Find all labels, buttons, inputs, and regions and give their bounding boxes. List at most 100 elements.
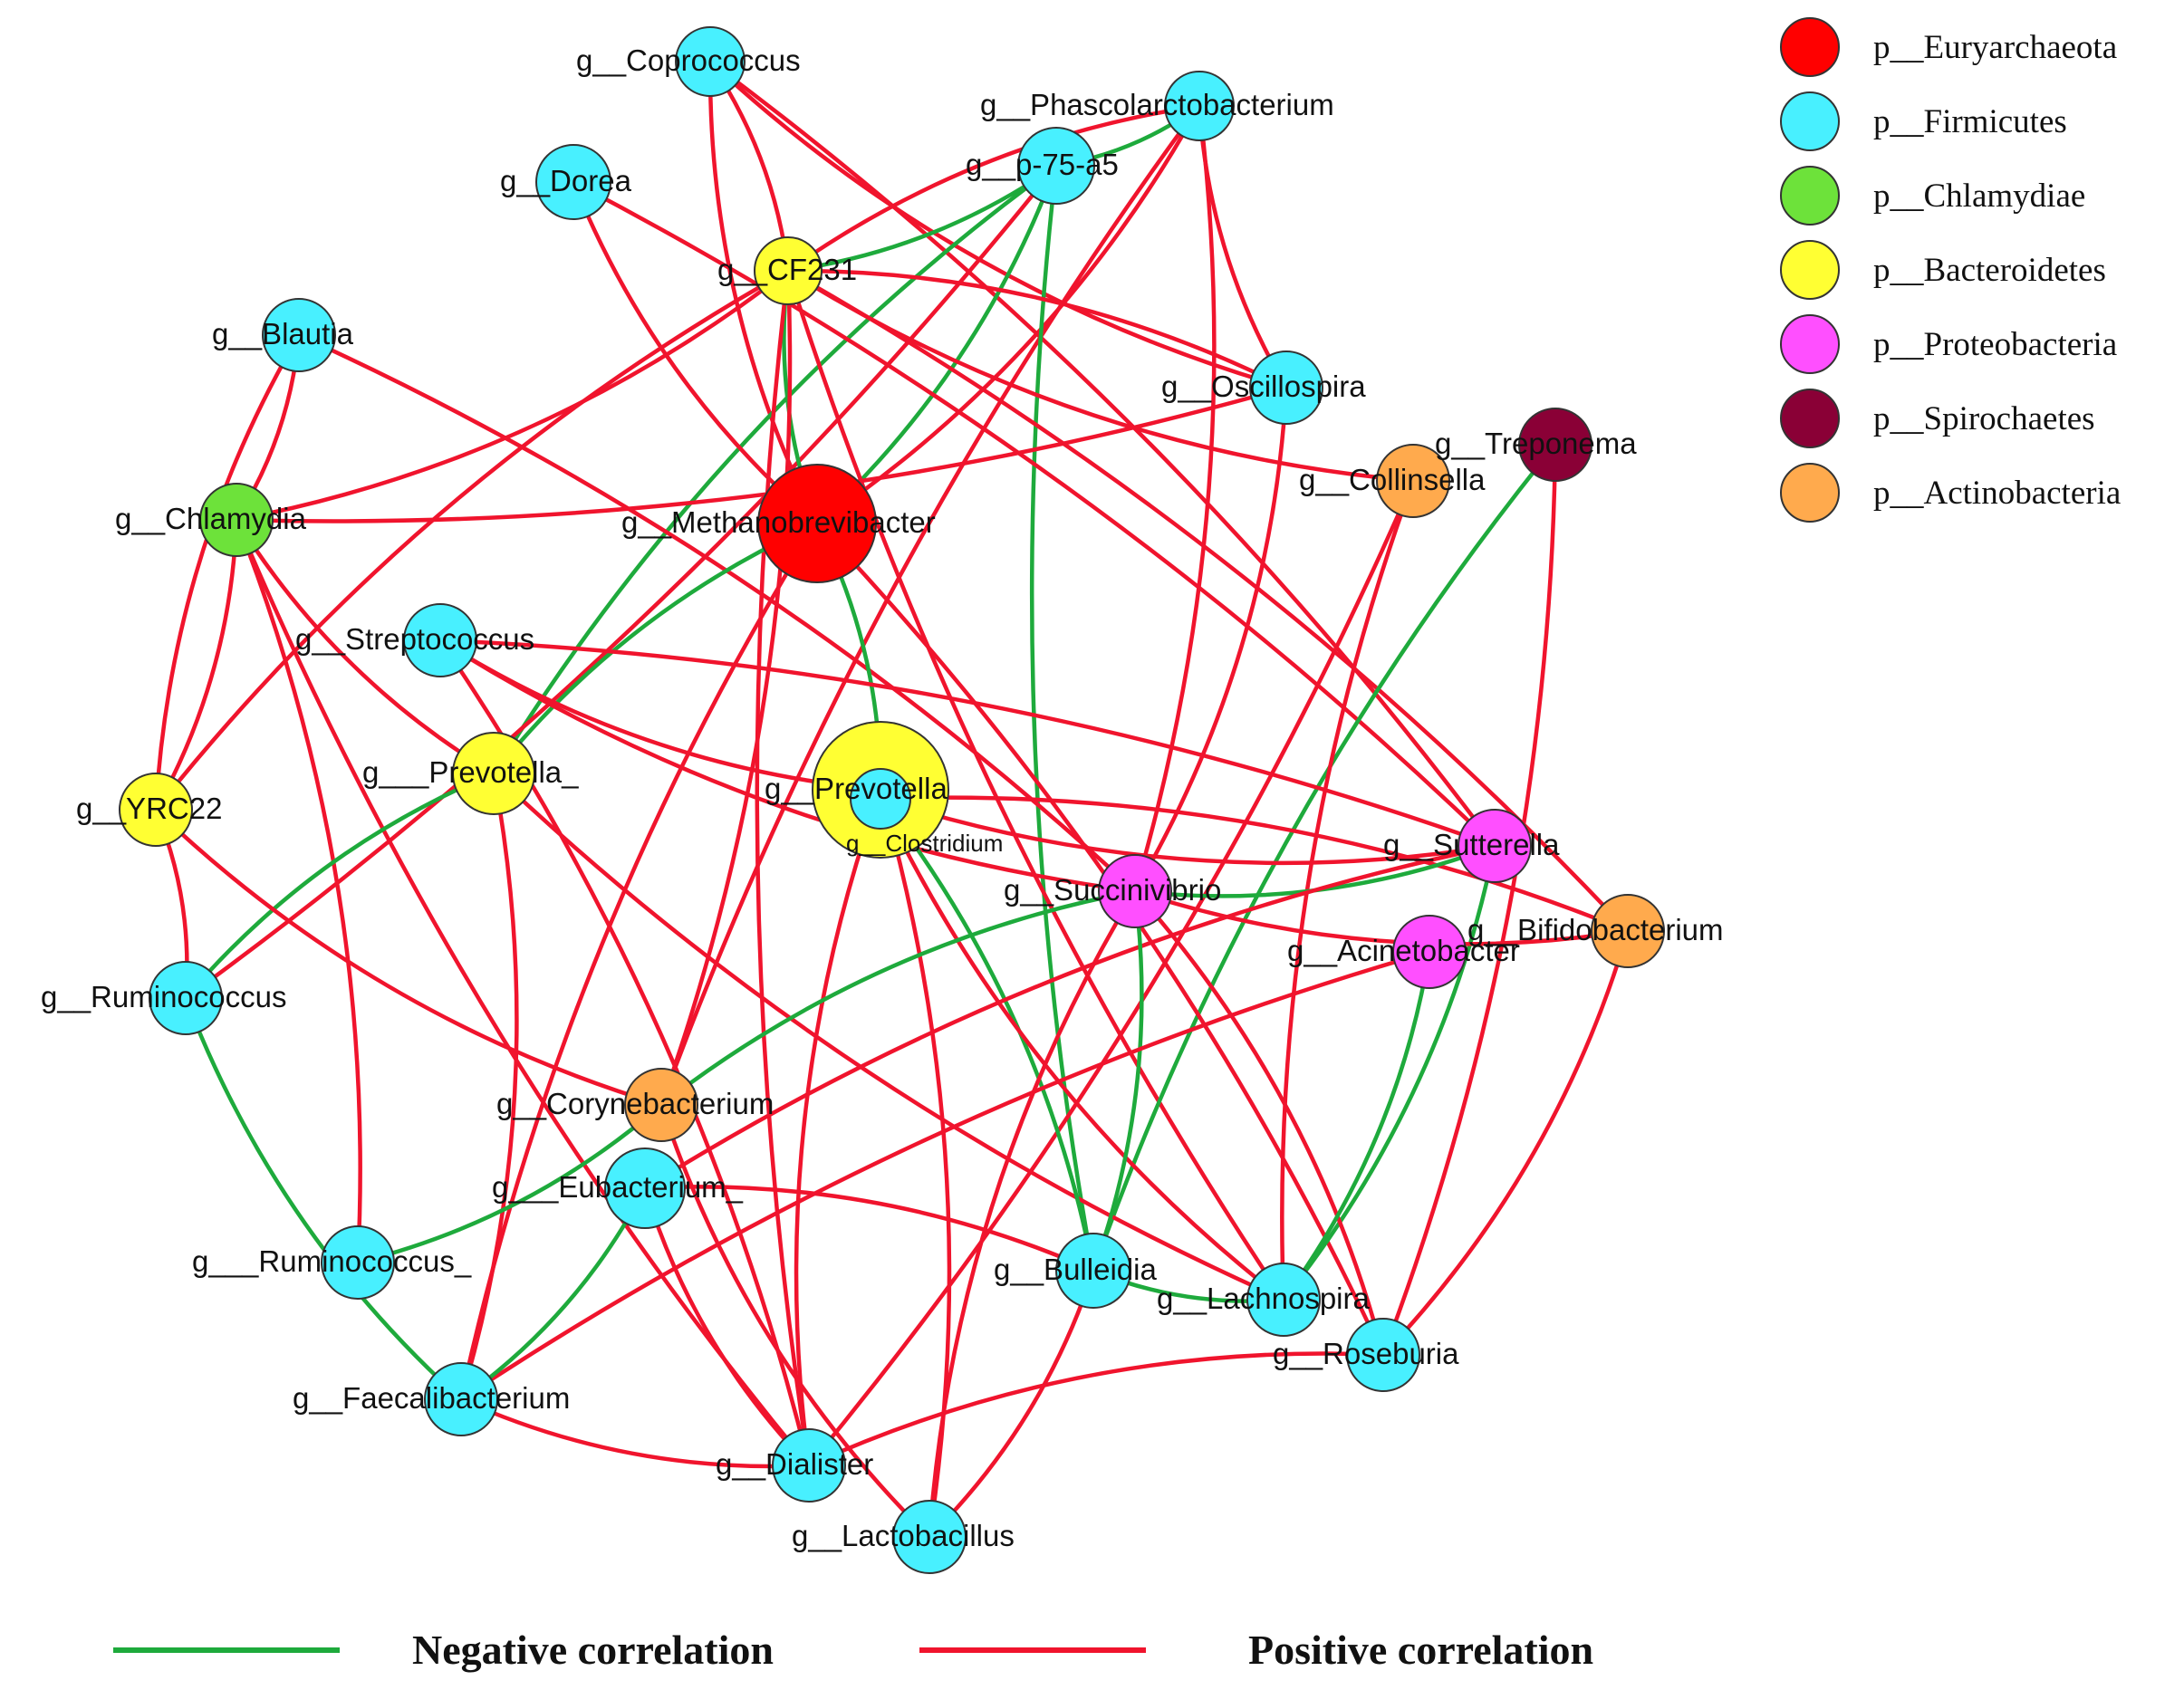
legend-label: p__Proteobacteria [1873,326,2117,363]
edge-acinetobacter-faecalibacterium [459,949,1430,1401]
edge-succinivibrio-bifidobacterium [1134,888,1629,946]
edge-succinivibrio-bulleidia [1091,890,1144,1272]
node-label-streptococcus: g__Streptococcus [295,622,534,656]
edge-phascolarctobacterium-cf231 [786,103,1200,273]
edge-eubacterium_-bulleidia [644,1185,1094,1273]
node-label-eubacterium_: g___Eubacterium_ [492,1170,744,1204]
node-label-faecalibacterium: g__Faecalibacterium [293,1381,570,1415]
edge-bulleidia-lactobacillus [928,1270,1096,1539]
phylum-legend: p__Euryarchaeota p__Firmicutes p__Chlamydi… [1780,17,2121,523]
edge-corynebacterium-lactobacillus [659,1104,931,1539]
node-acinetobacter [1392,915,1467,989]
node-succinivibrio [1098,854,1172,928]
legend-label: p__Bacteroidetes [1873,252,2106,289]
edge-ruminococcus-faecalibacterium [183,997,463,1401]
node-collinsella [1376,444,1450,518]
edge-clostridium-sutterella [880,796,1496,866]
edge-bifidobacterium-roseburia [1381,930,1631,1357]
node-label-collinsella: g__Collinsella [1299,463,1486,496]
edge-cf231-dialister [755,270,812,1466]
legend-swatch [1780,389,1840,448]
edge-cf231-lachnospira [785,270,1285,1301]
edge-blautia-succinivibrio [298,332,1137,893]
node-cf231 [754,236,823,305]
edge-sutterella-lachnospira [1282,845,1497,1301]
legend-label: p__Euryarchaeota [1873,29,2117,66]
node-coprococcus [675,26,746,97]
edge-methanobrevibacter-prevotella_ [492,521,818,775]
edge-chlamydia-ruminococcus_ [234,519,362,1263]
node-label-methanobrevibacter: g__Methanobrevibacter [621,505,936,539]
node-label-prevotella_: g___Prevotella_ [362,755,579,789]
edge-succinivibrio-roseburia [1133,889,1386,1356]
node-label-treponema: g__Treponema [1435,427,1637,460]
node-label-phascolarctobacterium: g__Phascolarctobacterium [980,88,1334,121]
node-phascolarctobacterium [1164,71,1235,141]
node-label-roseburia: g__Roseburia [1273,1337,1459,1370]
legend-label: p__Firmicutes [1873,103,2067,140]
node-label-lactobacillus: g__Lactobacillus [792,1519,1015,1552]
node-dorea [535,144,611,220]
node-label-corynebacterium: g__Corynebacterium [496,1087,774,1120]
edge-clostridium-bulleidia [879,797,1096,1272]
node-label-bifidobacterium: g__Bifidobacterium [1467,913,1724,946]
node-ruminococcus [149,961,223,1035]
edge-clostridium-bifidobacterium [880,795,1629,934]
legend-label: p__Spirochaetes [1873,400,2095,437]
edges-layer [153,60,1631,1539]
node-treponema [1518,408,1592,482]
edge-p75a5-prevotella_ [492,164,1058,775]
node-label-ruminococcus: g__Ruminococcus [41,980,286,1013]
node-lactobacillus [892,1500,967,1574]
node-oscillospira [1249,350,1323,425]
node-label-oscillospira: g__Oscillospira [1161,370,1366,403]
node-label-chlamydia: g__Chlamydia [115,502,307,535]
node-corynebacterium [624,1068,698,1142]
legend-swatch [1780,166,1840,226]
edge-p75a5-bulleidia [1029,165,1096,1272]
node-lachnospira [1246,1263,1321,1337]
edge-legend: Negative correlation Positive correlatio… [113,1627,1593,1673]
node-methanobrevibacter [757,464,877,583]
edge-oscillospira-succinivibrio [1133,387,1289,893]
edge-chlamydia-yrc22 [154,519,239,811]
edge-sutterella-eubacterium_ [643,843,1496,1190]
node-bulleidia [1055,1233,1131,1309]
node-label-clostridium: g__Clostridium [846,830,1003,857]
edge-prevotella-dialister [794,789,883,1466]
node-label-ruminococcus_: g___Ruminococcus_ [192,1244,472,1278]
node-ruminococcus_ [321,1225,395,1300]
node-yrc22 [119,773,193,847]
edge-coprococcus-sutterella [708,60,1496,848]
legend-swatch [1780,314,1840,374]
legend-swatch [1780,463,1840,523]
edge-phascolarctobacterium-succinivibrio [1132,105,1217,892]
node-sutterella [1458,809,1532,883]
edge-cf231-chlamydia [236,269,790,523]
edge-cf231-yrc22 [154,269,790,811]
node-eubacterium_ [604,1147,686,1229]
node-label-yrc22: g__YRC22 [76,792,222,825]
node-label-bulleidia: g__Bulleidia [994,1253,1157,1286]
legend-swatch [1780,91,1840,151]
edge-streptococcus-succinivibrio [438,639,1136,894]
node-p75a5 [1017,127,1095,205]
node-label-cf231: g__CF231 [717,253,857,286]
node-label-coprococcus: g__Coprococcus [576,43,801,77]
edge-succinivibrio-corynebacterium [659,888,1136,1107]
legend-label: p__Chlamydiae [1873,178,2085,215]
edge-prevotella_-ruminococcus [184,771,495,1000]
edge-succinivibrio-lactobacillus [927,889,1137,1538]
node-label-dorea: g__Dorea [500,164,632,197]
node-chlamydia [199,483,274,557]
edge-collinsella-lachnospira [1280,480,1416,1301]
edge-cf231-corynebacterium [659,270,793,1106]
edge-prevotella_-faecalibacterium [458,773,519,1400]
node-clostridium [850,768,911,830]
node-bifidobacterium [1591,894,1665,968]
edge-dorea-sutterella [572,180,1496,848]
edge-chlamydia-dialister [234,519,811,1467]
edge-chlamydia-prevotella_ [235,518,495,775]
node-streptococcus [403,603,477,677]
node-faecalibacterium [424,1362,498,1436]
